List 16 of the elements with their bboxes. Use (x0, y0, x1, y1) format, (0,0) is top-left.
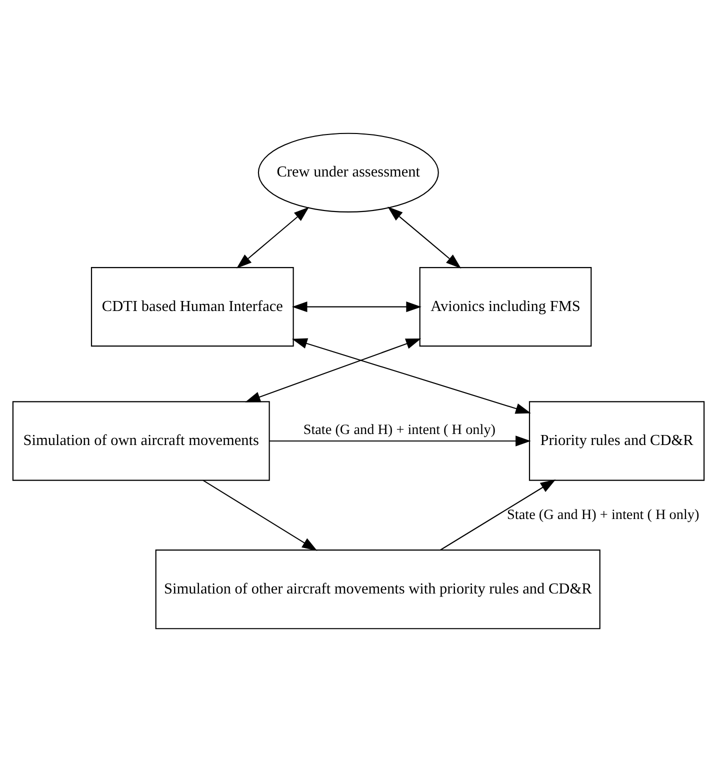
arrow (245, 338, 422, 402)
node-box: Simulation of other aircraft movements with priority rules and CD&R (155, 549, 600, 629)
arrow (236, 206, 310, 268)
node-ellipse: Crew under assessment (258, 132, 439, 212)
arrow (270, 435, 531, 446)
arrow (292, 300, 422, 312)
arrow (440, 478, 556, 550)
arrow (388, 206, 462, 268)
edge-label: State (G and H) + intent ( H only) (507, 506, 700, 522)
edge-label: State (G and H) + intent ( H only) (303, 421, 496, 438)
arrow (292, 338, 531, 414)
arrow (202, 479, 318, 550)
node-box: Simulation of own aircraft movements (12, 400, 270, 480)
node-box: Avionics including FMS (419, 266, 592, 346)
node-box: CDTI based Human Interface (90, 266, 294, 346)
node-box: Priority rules and CD&R (528, 400, 705, 480)
